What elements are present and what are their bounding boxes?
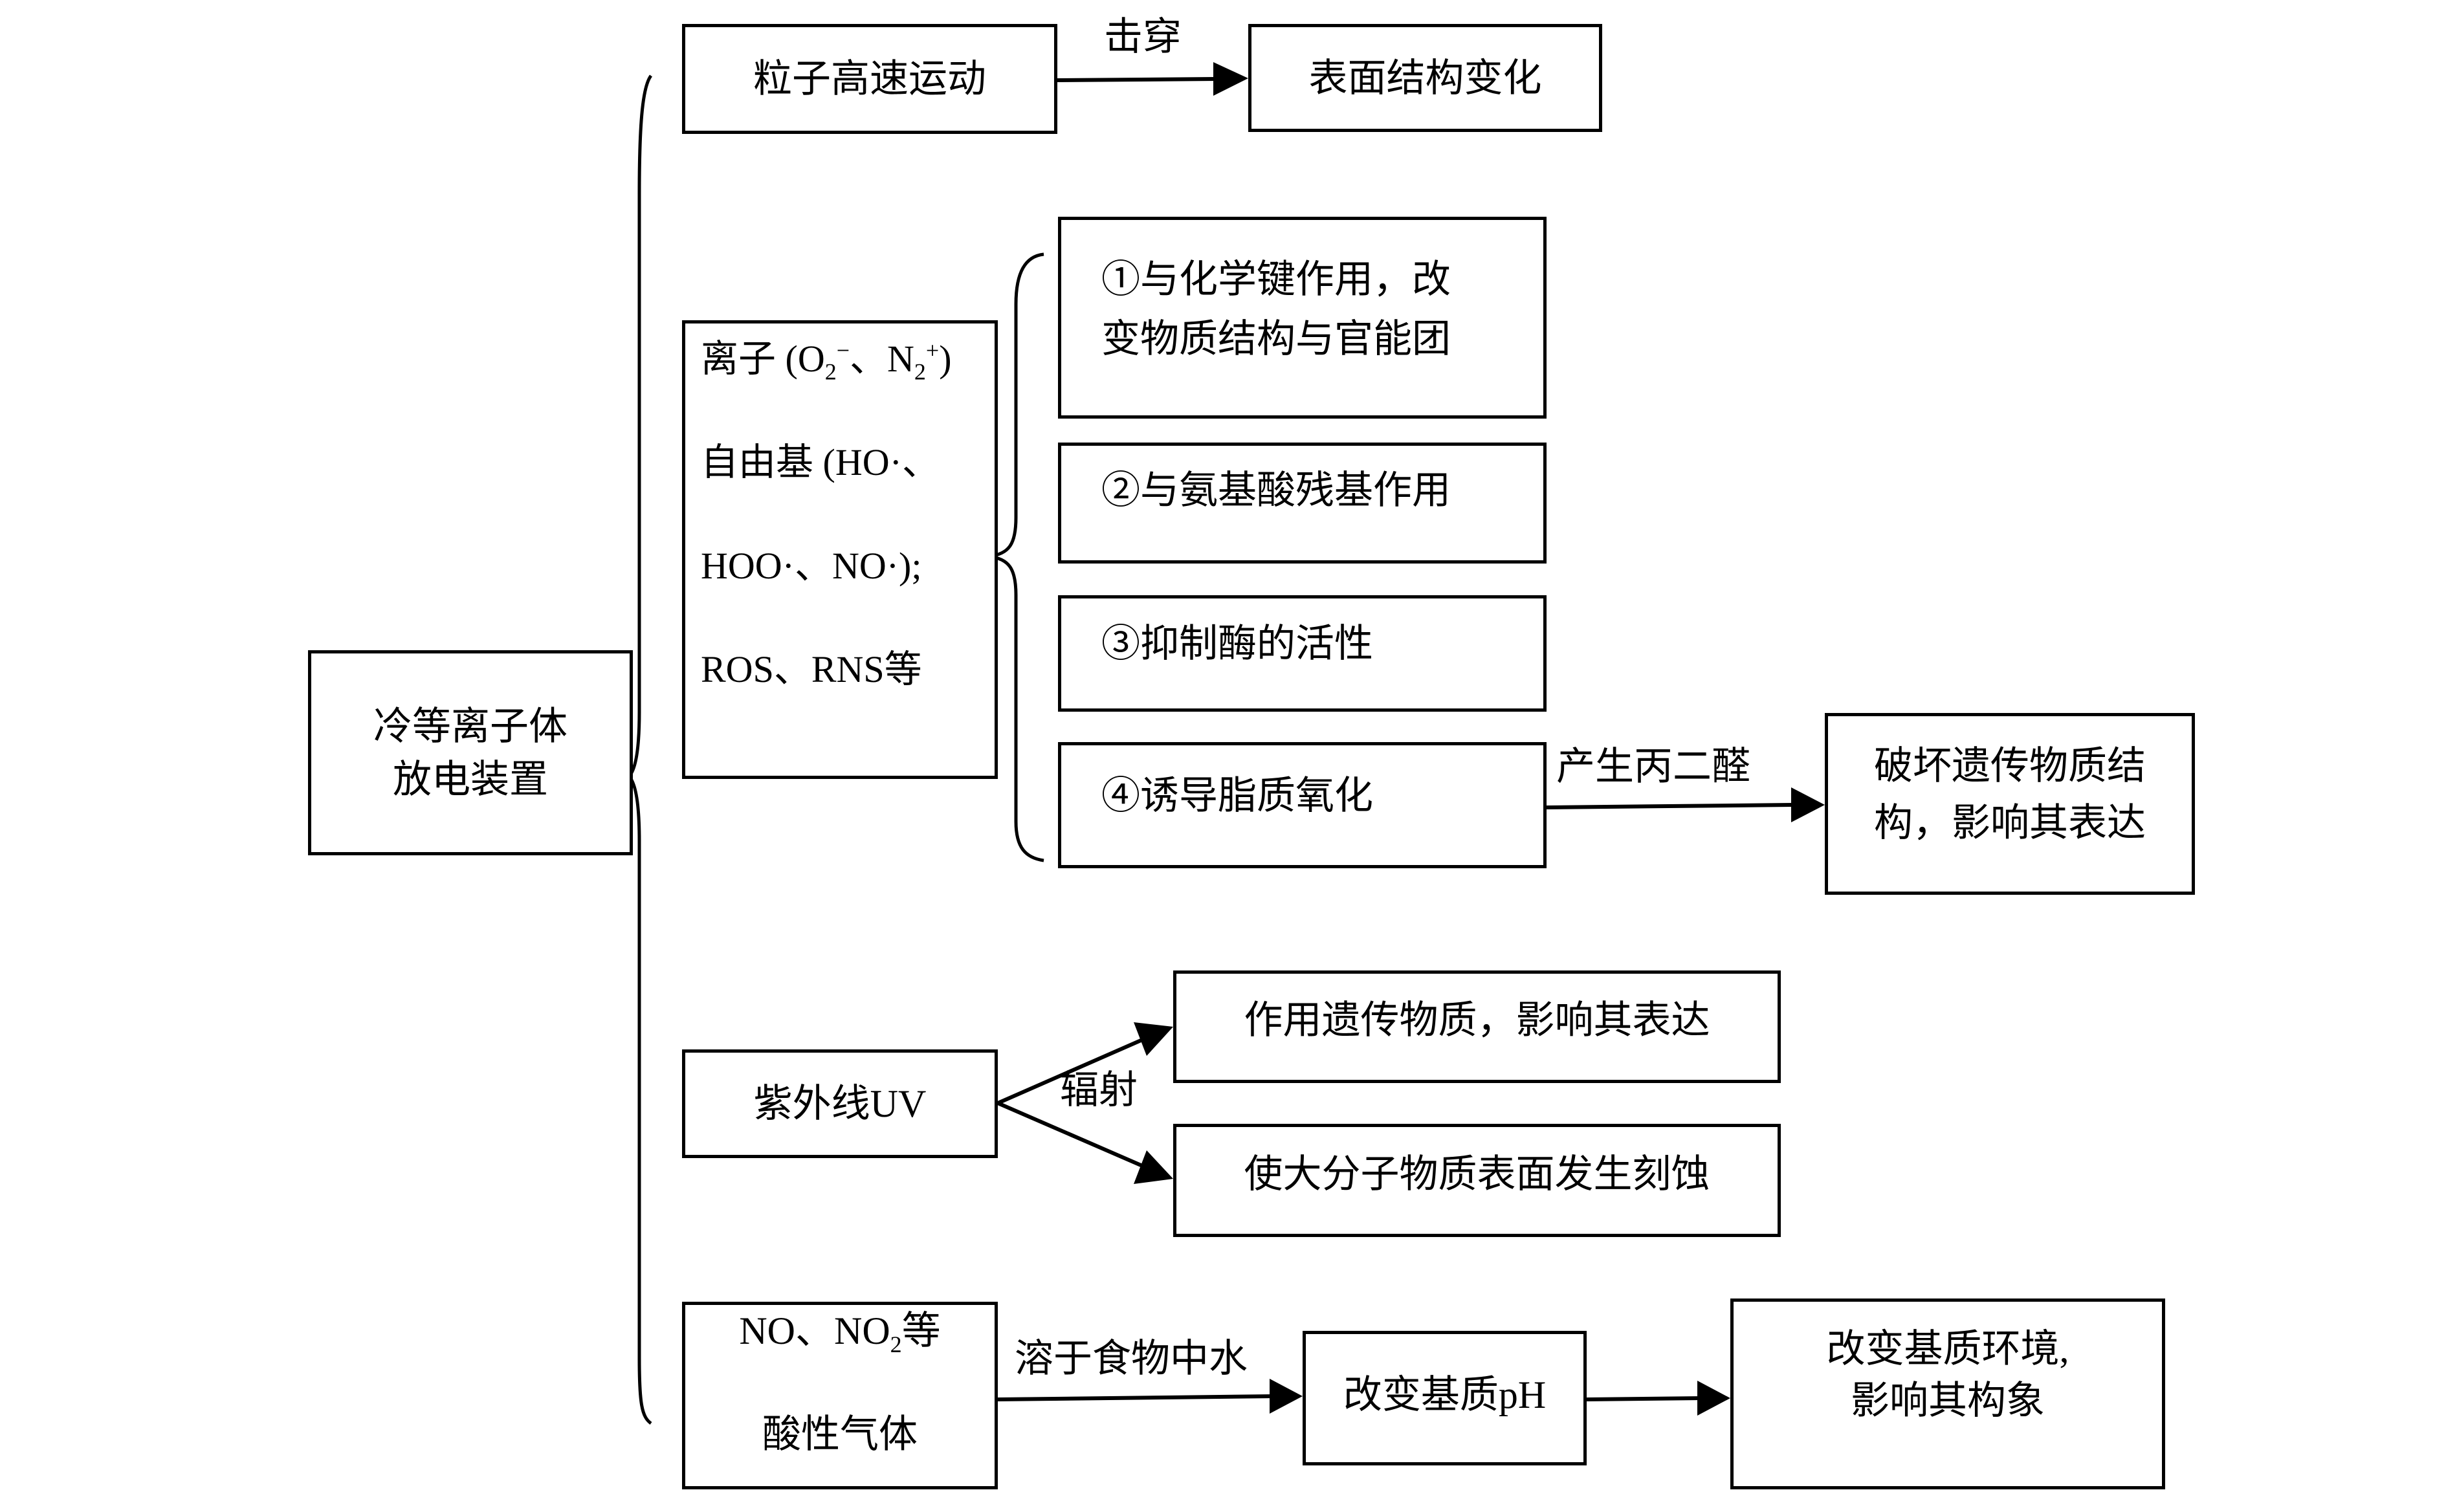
node-env-change: 改变基质环境, 影响其构象 — [1730, 1298, 2165, 1489]
node-effect-1: ①与化学键作用，改 变物质结构与官能团 — [1058, 217, 1547, 419]
edge-label-radiation: 辐射 — [1060, 1069, 1138, 1112]
node-effect-2: ②与氨基酸残基作用 — [1058, 443, 1547, 564]
node-label: 表面结构变化 — [1308, 56, 1542, 100]
node-uv: 紫外线UV — [682, 1049, 998, 1158]
node-surface-change: 表面结构变化 — [1248, 24, 1602, 132]
node-genetic-damage: 破坏遗传物质结 构，影响其表达 — [1825, 713, 2195, 895]
node-effect-3: ③抑制酶的活性 — [1058, 595, 1547, 712]
arrow-ph-env — [1586, 1396, 1702, 1401]
arrow-dissolve — [997, 1394, 1275, 1401]
node-label: ①与化学键作用，改 变物质结构与官能团 — [1101, 258, 1451, 360]
node-label: ④诱导脂质氧化 — [1101, 774, 1373, 817]
arrow-mda — [1546, 803, 1793, 809]
node-ions-radicals: 离子 (O2−、N2+) 自由基 (HO·、 HOO·、NO·); ROS、RN… — [682, 320, 998, 779]
node-label: 破坏遗传物质结 构，影响其表达 — [1874, 744, 2146, 844]
arrow-uv-up — [997, 1036, 1147, 1105]
node-label: 改变基质pH — [1343, 1374, 1547, 1416]
node-ph-change: 改变基质pH — [1303, 1331, 1587, 1465]
ions-line-3: HOO·、NO·); — [701, 544, 922, 587]
node-label: ②与氨基酸残基作用 — [1101, 468, 1451, 512]
arrow-breakdown — [1057, 77, 1217, 82]
acid-gas-line-1: NO、NO2等 — [739, 1309, 941, 1357]
acid-gas-line-2: 酸性气体 — [762, 1413, 918, 1456]
edge-label-breakdown: 击穿 — [1104, 16, 1182, 58]
node-label: ③抑制酶的活性 — [1101, 622, 1373, 665]
node-particle-motion: 粒子高速运动 — [682, 24, 1057, 134]
arrowhead — [1791, 787, 1825, 822]
ions-line-4: ROS、RNS等 — [701, 648, 922, 690]
ions-text: 离子 (O2−、N2+) 自由基 (HO·、 HOO·、NO·); ROS、RN… — [685, 281, 952, 747]
arrowhead — [1134, 1150, 1173, 1184]
arrowhead — [1697, 1381, 1730, 1416]
node-uv-genetic: 作用遗传物质，影响其表达 — [1173, 970, 1781, 1083]
root-label: 冷等离子体 放电装置 — [373, 705, 567, 801]
node-uv-etching: 使大分子物质表面发生刻蚀 — [1173, 1124, 1781, 1237]
node-effect-4: ④诱导脂质氧化 — [1058, 742, 1547, 868]
arrowhead — [1270, 1379, 1303, 1414]
node-acid-gas: NO、NO2等 酸性气体 — [682, 1302, 998, 1489]
edge-label-mda: 产生丙二醛 — [1556, 745, 1750, 788]
node-label: 粒子高速运动 — [753, 58, 986, 100]
node-label: 使大分子物质表面发生刻蚀 — [1244, 1152, 1710, 1196]
arrowhead — [1213, 62, 1248, 96]
node-label: NO、NO2等 酸性气体 — [739, 1253, 940, 1512]
ions-line-2: 自由基 (HO·、 — [701, 441, 940, 483]
ions-line-1: 离子 (O2−、N2+) — [701, 337, 952, 385]
node-label: 紫外线UV — [753, 1082, 927, 1125]
edge-label-dissolve: 溶于食物中水 — [1015, 1337, 1248, 1380]
arrowhead — [1134, 1022, 1173, 1056]
node-label: 改变基质环境, 影响其构象 — [1826, 1327, 2069, 1422]
root-node: 冷等离子体 放电装置 — [308, 650, 633, 855]
node-label: 作用遗传物质，影响其表达 — [1244, 999, 1710, 1042]
arrow-uv-down — [997, 1101, 1147, 1169]
